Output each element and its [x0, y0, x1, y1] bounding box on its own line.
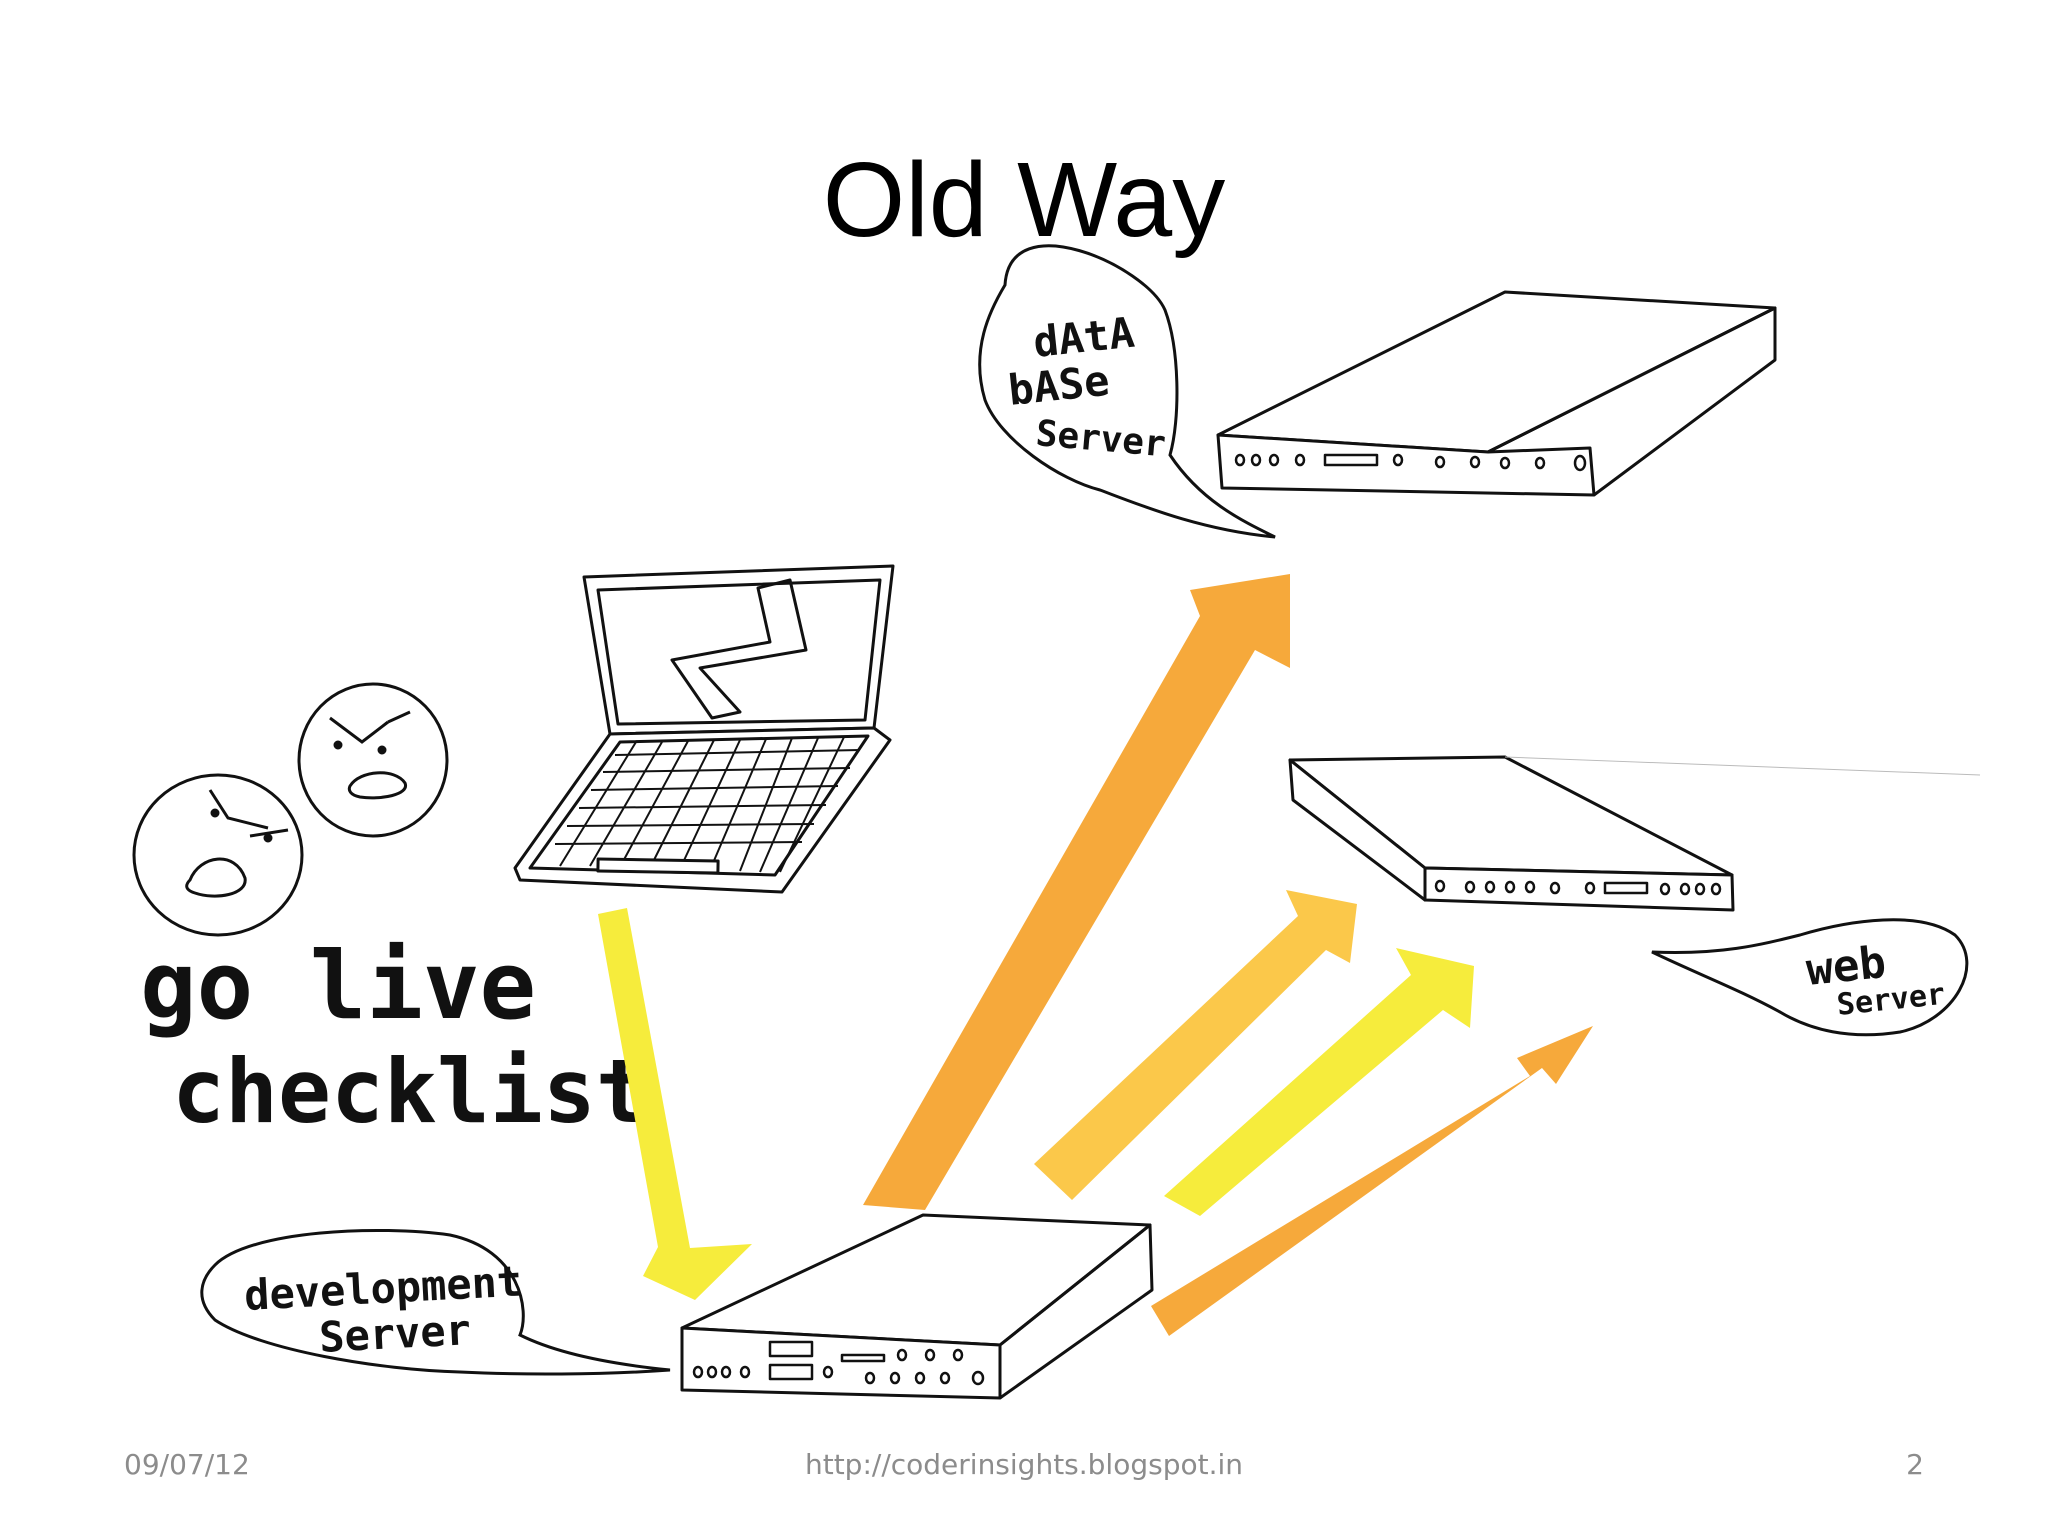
- checklist-line2: checklist: [172, 1040, 649, 1143]
- arrow-dev-to-database-server: [863, 574, 1290, 1210]
- dev-label-line2: Server: [318, 1305, 472, 1362]
- db-label-line2: bASe: [1006, 356, 1112, 415]
- arrow-laptop-to-dev-server: [598, 908, 752, 1300]
- web-label-line1: web: [1804, 937, 1888, 996]
- development-server-icon: [680, 1213, 1154, 1400]
- laptop-icon: [513, 564, 895, 894]
- footer-page-number: 2: [1906, 1448, 1924, 1481]
- checklist-line1: go live: [140, 932, 536, 1041]
- angry-face-icon: [297, 682, 449, 838]
- arrow-dev-to-web-server-3: [1151, 1026, 1593, 1336]
- footer-url: http://coderinsights.blogspot.in: [804, 1448, 1244, 1481]
- angry-face-icon: [132, 773, 304, 937]
- slide-title: Old Way: [822, 141, 1226, 259]
- go-live-checklist: go live checklist: [140, 932, 649, 1143]
- footer-date: 09/07/12: [124, 1448, 250, 1481]
- db-label-line1: dAtA: [1031, 308, 1137, 367]
- development-server-bubble: development Server: [200, 1228, 671, 1376]
- database-server-bubble: dAtA bASe Server: [978, 244, 1276, 539]
- arrow-dev-to-web-server-2: [1164, 948, 1474, 1216]
- arrow-dev-to-web-server-1: [1034, 890, 1357, 1200]
- database-server-icon: [1216, 290, 1777, 497]
- web-server-icon: [1288, 755, 1981, 912]
- web-server-bubble: web Server: [1651, 918, 1969, 1037]
